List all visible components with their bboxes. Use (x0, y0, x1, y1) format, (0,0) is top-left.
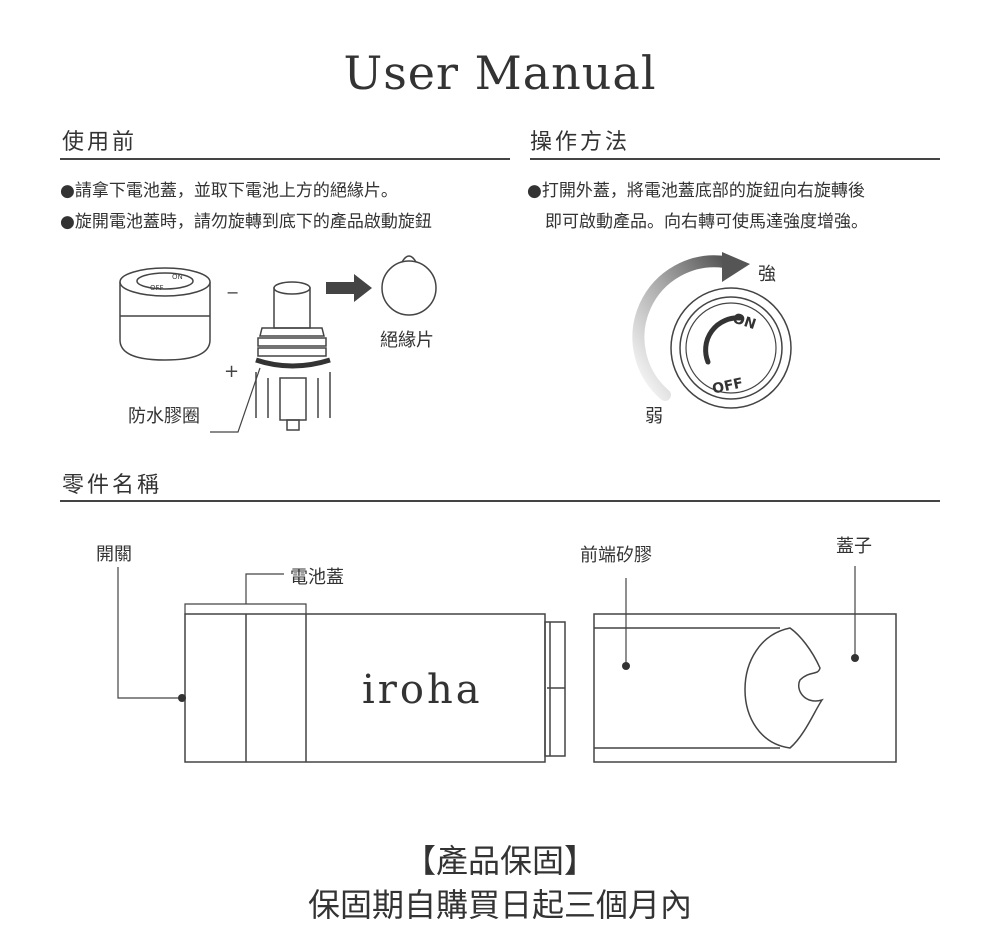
before-use-bullet-1: ●請拿下電池蓋，並取下電池上方的絕緣片。 (60, 181, 398, 201)
battery-body-illustration (255, 281, 331, 431)
insulation-label: 絕緣片 (380, 330, 434, 351)
cap-label: 蓋子 (836, 536, 872, 557)
tip-dot (622, 662, 630, 670)
cap-on-text: ON (172, 273, 183, 281)
weak-label: 弱 (645, 406, 663, 427)
battery-cover-bracket (184, 603, 307, 614)
parts-heading: 零件名稱 (62, 473, 163, 498)
product-illustration (184, 613, 897, 763)
manual-title: User Manual (343, 46, 657, 100)
battery-cover-label: 電池蓋 (290, 567, 344, 588)
arrow-icon (326, 274, 372, 302)
before-use-rule (60, 158, 510, 160)
battery-cap-illustration (119, 267, 211, 361)
dial-on-text: ON (730, 311, 757, 334)
plus-sign: + (224, 361, 239, 382)
brand-logo-text: iroha (362, 667, 483, 713)
strong-label: 強 (758, 264, 776, 285)
before-use-heading: 使用前 (62, 130, 138, 155)
switch-label: 開關 (96, 544, 132, 565)
oring-leader-line (210, 367, 261, 433)
warranty-text: 保固期自購買日起三個月內 (307, 886, 692, 924)
cap-dot (851, 654, 859, 662)
switch-dot (178, 694, 186, 702)
warranty-title: 【產品保固】 (403, 842, 596, 880)
operation-line-1: ●打開外蓋，將電池蓋底部的旋鈕向右旋轉後 (527, 181, 865, 201)
oring-label: 防水膠圈 (128, 406, 200, 427)
operation-line-2: 即可啟動產品。向右轉可使馬達強度增強。 (545, 212, 868, 232)
operation-rule (530, 158, 940, 160)
operation-heading: 操作方法 (530, 130, 631, 155)
switch-leader (117, 567, 182, 699)
dial-off-text: OFF (711, 375, 745, 397)
minus-sign: − (226, 283, 239, 302)
dial-illustration (632, 252, 792, 409)
cap-off-text: OFF (150, 284, 164, 292)
battery-cover-leader (245, 573, 284, 604)
tip-label: 前端矽膠 (580, 545, 652, 566)
insulation-sheet-illustration (381, 255, 437, 316)
parts-rule (60, 500, 940, 502)
before-use-bullet-2: ●旋開電池蓋時，請勿旋轉到底下的產品啟動旋鈕 (60, 212, 432, 232)
